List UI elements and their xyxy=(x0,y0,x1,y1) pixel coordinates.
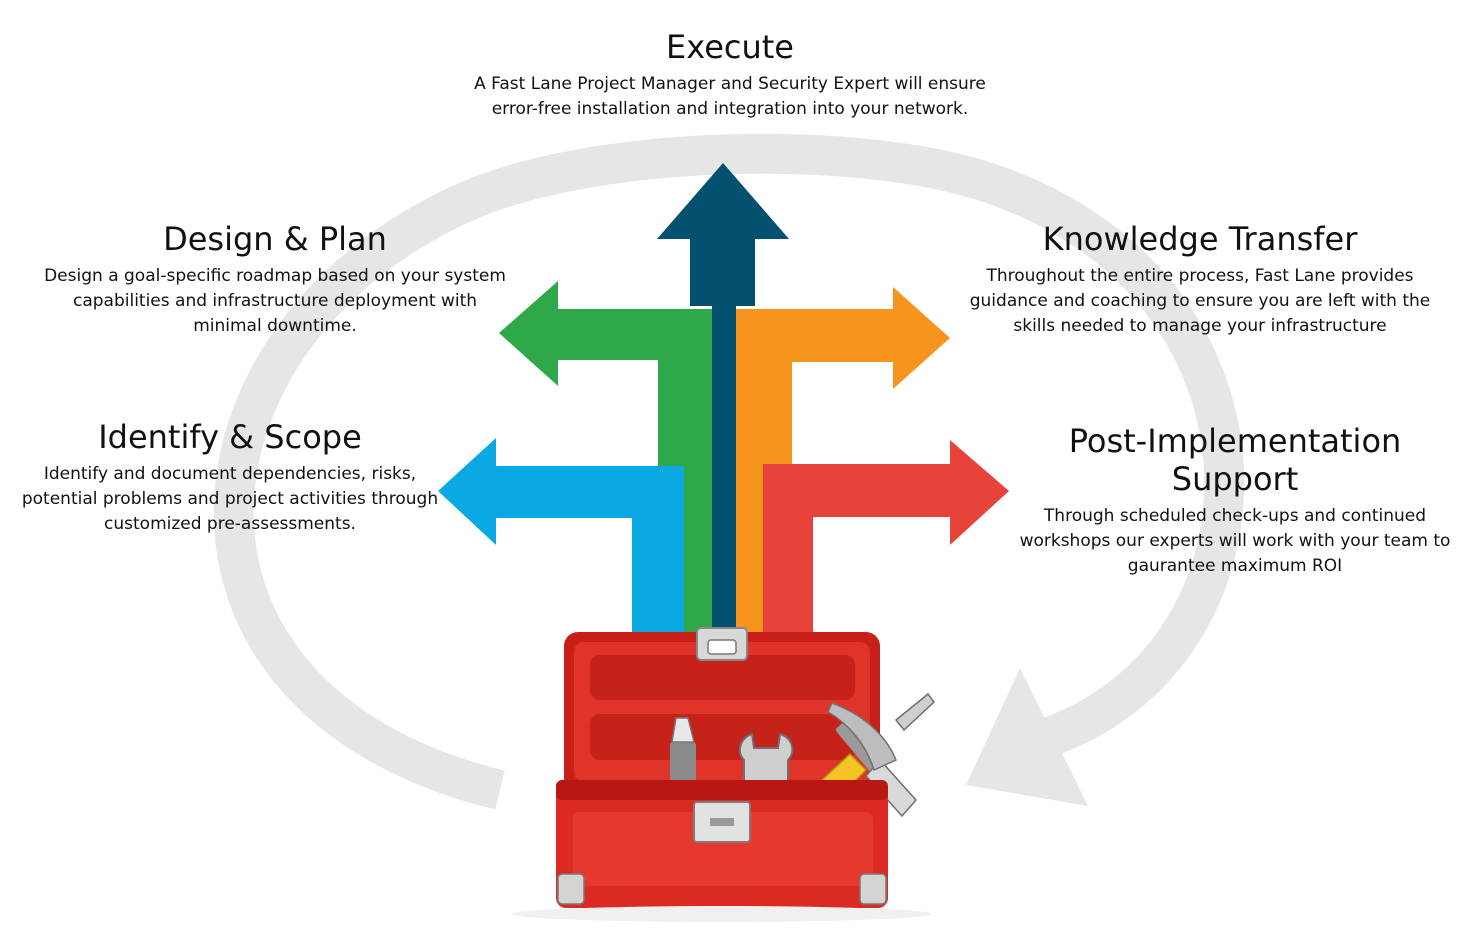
stage-description: Design a goal-specific roadmap based on … xyxy=(44,266,506,336)
identify-arrow xyxy=(438,438,684,635)
stage-title: Execute xyxy=(666,28,794,66)
screwdriver-icon xyxy=(670,717,696,782)
support-arrow xyxy=(763,440,1009,635)
stage-title: Design & Plan xyxy=(163,220,387,258)
stage-execute: Execute A Fast Lane Project Manager and … xyxy=(470,28,990,122)
stage-title: Post-Implementation Support xyxy=(1068,422,1402,498)
stage-title: Identify & Scope xyxy=(98,418,362,456)
stage-design-plan: Design & Plan Design a goal-specific roa… xyxy=(40,220,510,339)
circular-arrow-icon xyxy=(213,133,1245,810)
toolbox-icon xyxy=(512,627,936,922)
stage-description: Through scheduled check-ups and continue… xyxy=(1019,506,1451,576)
hammer-icon xyxy=(820,692,936,818)
design-arrow xyxy=(499,281,712,635)
execute-arrow xyxy=(657,163,789,635)
wrench-icon xyxy=(738,732,794,783)
stage-description: Identify and document dependencies, risk… xyxy=(21,464,439,534)
stage-description: A Fast Lane Project Manager and Security… xyxy=(474,74,986,119)
stage-description: Throughout the entire process, Fast Lane… xyxy=(969,266,1431,336)
stage-knowledge-transfer: Knowledge Transfer Throughout the entire… xyxy=(960,220,1440,339)
stage-post-implementation-support: Post-Implementation Support Through sche… xyxy=(1005,422,1465,579)
stage-identify-scope: Identify & Scope Identify and document d… xyxy=(20,418,440,537)
knowledge-arrow xyxy=(736,287,950,635)
stage-title: Knowledge Transfer xyxy=(1042,220,1358,258)
